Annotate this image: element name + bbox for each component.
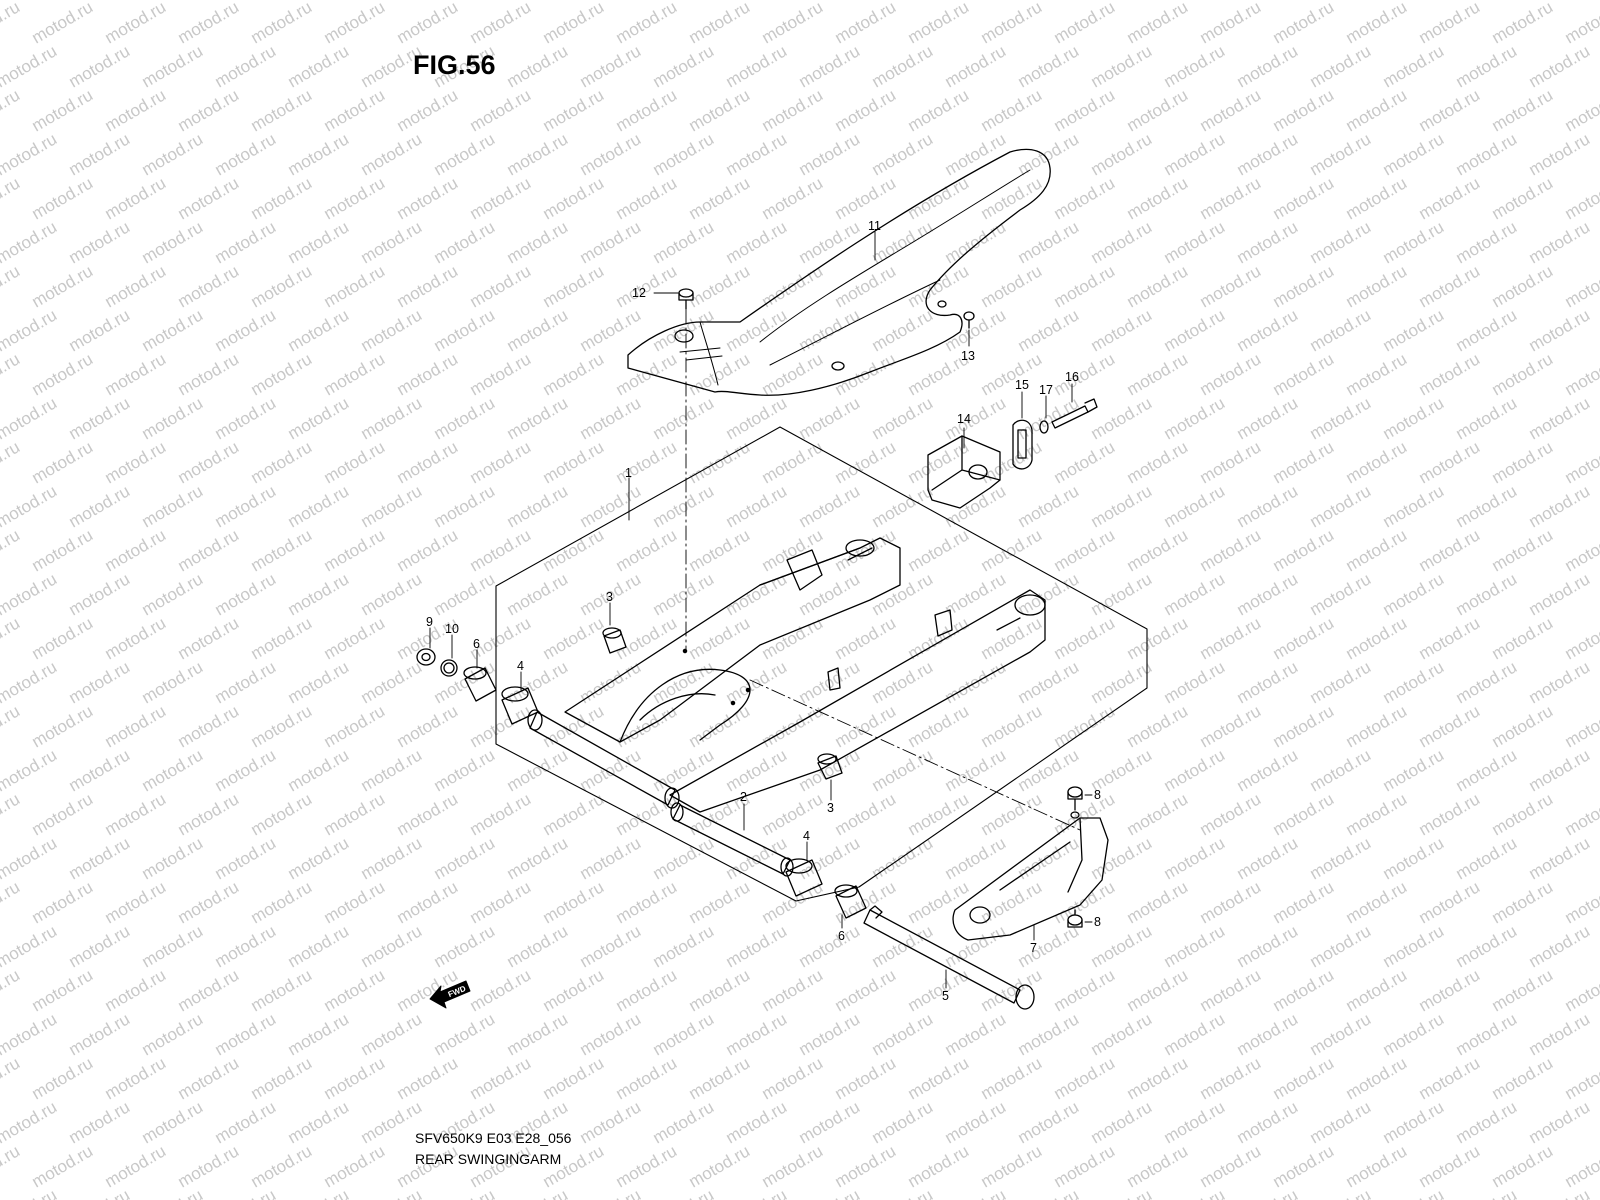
center-lines bbox=[685, 309, 1081, 831]
callout-12: 12 bbox=[632, 286, 646, 300]
callout-3-lower: 3 bbox=[827, 801, 834, 815]
cushion-rod-7 bbox=[952, 817, 1109, 941]
callout-4-left: 4 bbox=[517, 659, 524, 673]
nut-9 bbox=[416, 648, 436, 666]
washer-10 bbox=[440, 659, 458, 677]
callout-6-upper: 6 bbox=[473, 637, 480, 651]
callout-8-lower: 8 bbox=[1094, 915, 1101, 929]
callout-1: 1 bbox=[625, 466, 632, 480]
callout-6-lower: 6 bbox=[838, 929, 845, 943]
callout-11: 11 bbox=[868, 219, 881, 233]
diagram-name: REAR SWINGINGARM bbox=[415, 1151, 562, 1167]
chain-adjuster-14 bbox=[927, 435, 1001, 509]
callout-16: 16 bbox=[1065, 370, 1079, 384]
diagram-code: SFV650K9 E03 E28_056 bbox=[415, 1130, 572, 1146]
bolt-13 bbox=[963, 311, 975, 329]
callout-3-upper: 3 bbox=[606, 590, 613, 604]
callout-9: 9 bbox=[426, 615, 433, 629]
spacer-6-left bbox=[463, 666, 497, 702]
bolt-12 bbox=[678, 288, 694, 310]
bolt-8-lower bbox=[1067, 909, 1083, 928]
spacer-2 bbox=[670, 802, 794, 877]
figure-title: FIG.56 bbox=[413, 50, 496, 80]
callout-10: 10 bbox=[445, 622, 459, 636]
callout-14: 14 bbox=[957, 412, 971, 426]
callout-5: 5 bbox=[942, 989, 949, 1003]
bushing-3-upper bbox=[602, 627, 627, 654]
bolt-16 bbox=[1051, 398, 1098, 429]
leader-lines bbox=[429, 231, 1093, 989]
bearing-4-right bbox=[785, 858, 823, 897]
callout-13: 13 bbox=[961, 349, 975, 363]
bearing-4-left bbox=[501, 686, 539, 725]
fwd-arrow-icon bbox=[429, 980, 471, 1009]
pivot-shaft-5 bbox=[863, 905, 1035, 1010]
spacer-6-lower bbox=[834, 884, 867, 919]
swingarm-frame bbox=[527, 537, 1046, 813]
callout-17: 17 bbox=[1039, 383, 1053, 397]
bushing-3-lower bbox=[817, 753, 843, 780]
callout-15: 15 bbox=[1015, 378, 1029, 392]
chain-case bbox=[627, 148, 1051, 396]
callout-4-right: 4 bbox=[803, 829, 810, 843]
assembly-box-outline bbox=[495, 426, 1148, 902]
washer-17 bbox=[1039, 420, 1049, 434]
callout-7: 7 bbox=[1030, 941, 1037, 955]
adjuster-cap-15 bbox=[1012, 419, 1033, 470]
bolt-8-upper bbox=[1067, 786, 1083, 819]
callout-2: 2 bbox=[740, 790, 747, 804]
callout-8-upper: 8 bbox=[1094, 788, 1101, 802]
